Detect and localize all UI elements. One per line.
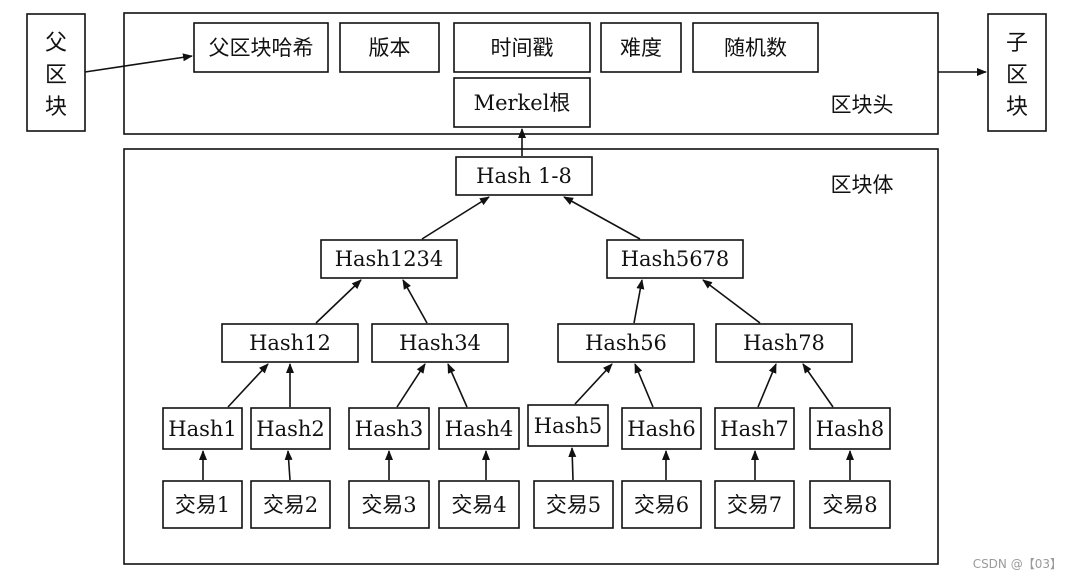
transaction-2 bbox=[250, 480, 331, 529]
child-block-char-1: 子 bbox=[1006, 31, 1028, 56]
parent-block-char-3: 块 bbox=[45, 95, 67, 120]
edge-tx5-to-hash5 bbox=[568, 447, 577, 481]
block-body-label: 区块体 bbox=[831, 173, 894, 197]
tree-node-hash2 bbox=[250, 407, 331, 450]
edge-hash5-to-hash56 bbox=[574, 363, 613, 405]
transaction-3-label: 交易3 bbox=[361, 493, 416, 517]
block-body-frame bbox=[123, 148, 939, 565]
block-header-frame bbox=[123, 12, 939, 135]
child-block-char-2: 区 bbox=[1006, 63, 1028, 88]
edge-hash7-to-hash78 bbox=[757, 363, 777, 408]
header-field-timestamp-label: 时间戳 bbox=[491, 36, 554, 60]
tree-node-hash1234 bbox=[320, 239, 458, 279]
block-header-label: 区块头 bbox=[831, 93, 894, 117]
transaction-5-label: 交易5 bbox=[546, 493, 601, 517]
tree-node-hash4 bbox=[438, 407, 520, 450]
edge-hash3-to-hash34 bbox=[396, 363, 426, 408]
transaction-8 bbox=[809, 480, 891, 529]
tree-node-hash2-label: Hash2 bbox=[256, 417, 325, 441]
header-field-timestamp bbox=[453, 22, 591, 73]
parent-block-box bbox=[26, 13, 86, 132]
parent-block-char-2: 区 bbox=[45, 63, 67, 88]
tree-node-hash8 bbox=[809, 407, 891, 450]
header-field-nonce bbox=[692, 22, 819, 73]
tree-node-hash5 bbox=[527, 404, 609, 447]
edge-hash6-to-hash56 bbox=[634, 363, 654, 408]
transaction-7-label: 交易7 bbox=[727, 493, 782, 517]
edge-hash8-to-hash78 bbox=[802, 363, 834, 408]
tree-node-hash5678 bbox=[606, 239, 744, 279]
tree-node-hash6 bbox=[621, 407, 702, 450]
header-field-parent-hash-label: 父区块哈希 bbox=[209, 36, 314, 60]
edge-hash56-to-hash5678 bbox=[633, 279, 645, 324]
transaction-4-label: 交易4 bbox=[451, 493, 506, 517]
tree-node-hash7 bbox=[714, 407, 795, 450]
edge-hash34-to-hash1234 bbox=[402, 279, 428, 324]
parent-block-char-1: 父 bbox=[45, 31, 67, 56]
header-field-version-label: 版本 bbox=[369, 36, 411, 60]
edge-hash1-to-hash12 bbox=[227, 363, 269, 408]
tree-node-hash56 bbox=[557, 323, 695, 363]
tree-root-node bbox=[455, 156, 593, 196]
transaction-5 bbox=[533, 480, 614, 529]
tree-node-hash5678-label: Hash5678 bbox=[621, 247, 730, 271]
tree-node-hash1 bbox=[162, 407, 243, 450]
transaction-7 bbox=[714, 480, 795, 529]
tree-node-hash3 bbox=[348, 407, 430, 450]
transaction-6 bbox=[621, 480, 702, 529]
edge-hash12-to-hash1234 bbox=[315, 279, 362, 324]
tree-node-hash7-label: Hash7 bbox=[720, 417, 789, 441]
tree-node-hash1234-label: Hash1234 bbox=[335, 247, 444, 271]
transaction-6-label: 交易6 bbox=[634, 493, 689, 517]
tree-node-hash3-label: Hash3 bbox=[355, 417, 424, 441]
header-field-version bbox=[339, 22, 440, 73]
merkel-root-box bbox=[453, 77, 591, 128]
transaction-2-label: 交易2 bbox=[263, 493, 318, 517]
tree-node-hash12-label: Hash12 bbox=[249, 331, 331, 355]
tree-node-hash4-label: Hash4 bbox=[445, 417, 514, 441]
edge-hash5678-to-root bbox=[563, 196, 641, 240]
tree-node-hash78-label: Hash78 bbox=[743, 331, 825, 355]
tree-node-hash34 bbox=[371, 323, 509, 363]
arrow-parent-to-header bbox=[84, 53, 193, 73]
edge-hash4-to-hash34 bbox=[447, 363, 468, 408]
merkel-root-label: Merkel根 bbox=[474, 91, 571, 115]
header-field-nonce-label: 随机数 bbox=[724, 36, 787, 60]
child-block-box bbox=[987, 13, 1047, 132]
transaction-3 bbox=[348, 480, 430, 529]
header-field-difficulty-label: 难度 bbox=[620, 36, 662, 60]
tree-node-hash56-label: Hash56 bbox=[585, 331, 667, 355]
header-field-difficulty bbox=[600, 22, 682, 73]
tree-node-hash5-label: Hash5 bbox=[534, 414, 603, 438]
edge-hash1234-to-root bbox=[421, 196, 490, 240]
tree-node-hash6-label: Hash6 bbox=[627, 417, 696, 441]
header-field-parent-hash bbox=[193, 22, 329, 73]
watermark-text: CSDN @【03】 bbox=[973, 557, 1062, 571]
transaction-1-label: 交易1 bbox=[175, 493, 230, 517]
tree-node-hash8-label: Hash8 bbox=[816, 417, 885, 441]
tree-node-hash78 bbox=[715, 323, 853, 363]
transaction-1 bbox=[162, 480, 243, 529]
tree-root-label: Hash 1-8 bbox=[476, 164, 572, 188]
transaction-8-label: 交易8 bbox=[822, 493, 877, 517]
child-block-char-3: 块 bbox=[1006, 95, 1028, 120]
edge-tx2-to-hash2 bbox=[284, 450, 293, 481]
transaction-4 bbox=[438, 480, 520, 529]
edge-hash78-to-hash5678 bbox=[702, 279, 761, 324]
tree-node-hash34-label: Hash34 bbox=[399, 331, 481, 355]
tree-node-hash1-label: Hash1 bbox=[168, 417, 237, 441]
tree-node-hash12 bbox=[221, 323, 359, 363]
